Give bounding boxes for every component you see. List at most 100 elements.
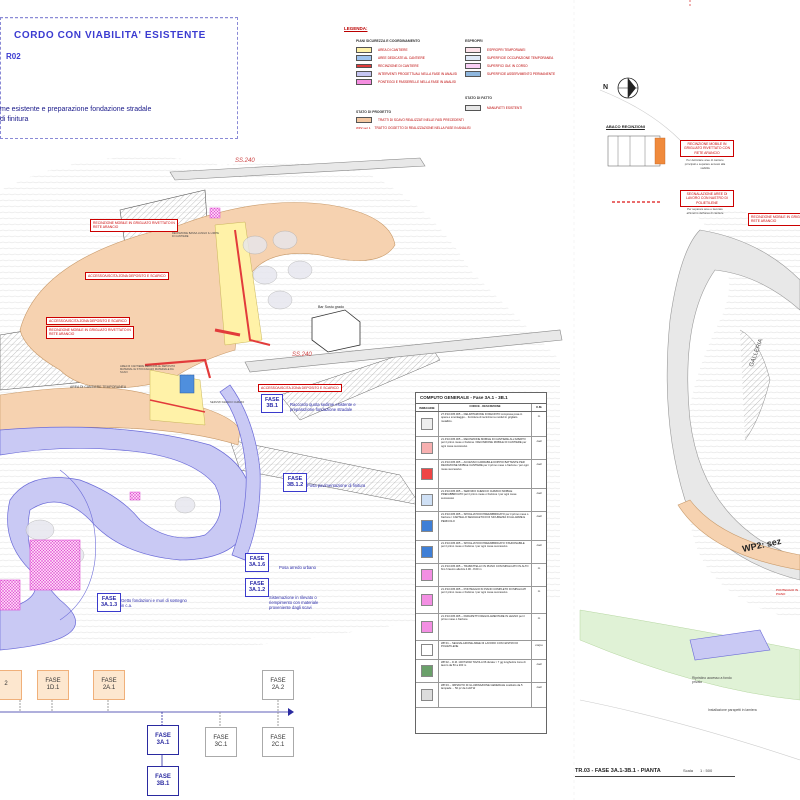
legend-group-progetto: STATO DI PROGETTO — [356, 110, 392, 114]
computo-row-unit: cad — [531, 437, 546, 459]
legend-swatch — [465, 63, 481, 69]
abaco-callout-nastro: SEGNALAZIONE AREE DI LAVORO CON NASTRO D… — [680, 190, 734, 207]
computo-thumbnail-icon — [421, 546, 433, 558]
computo-row: 21.P.10.005.005 -- PONTEGGIO IN PIANO CO… — [416, 587, 546, 614]
computo-row-unit: m — [531, 614, 546, 640]
computo-row-unit: cad — [531, 489, 546, 511]
computo-row-description: WP.01 -- SEGNALAZIONE AREE DI LAVORO CON… — [441, 642, 519, 649]
computo-thumbnail-icon — [421, 418, 433, 430]
computo-row-unit: cad — [531, 541, 546, 563]
legend-item: PONTEGGI E PASSERELLE NELLA FASE IN ANAL… — [356, 78, 457, 86]
computo-thumbnail-icon — [421, 689, 433, 701]
computo-row-description: 21.P.10.005.005 -- SERVIZIO IGIENICO CHI… — [441, 490, 517, 500]
footer-scale-label: Scala — [683, 768, 694, 773]
legend-list-cantiere: AREA DI CANTIERE AREE DEDICATE AL CANTIE… — [356, 46, 457, 86]
computo-row-unit: m — [531, 412, 546, 436]
legend-item: ESPROPRI TEMPORANEI — [465, 46, 555, 54]
computo-row-image — [416, 460, 439, 488]
label-ripristino-accesso: Ripristino accesso a fondo privato — [692, 676, 732, 684]
legend-swatch — [465, 105, 481, 111]
abaco-note-recinzione: Per delimitare aree di cantiere principa… — [684, 158, 726, 170]
computo-row-image — [416, 641, 439, 659]
computo-row-unit: corpo — [531, 641, 546, 659]
computo-row-description: 21.P.10.005.005 -- SPOGLIATOIO PREFABBRI… — [441, 542, 525, 549]
computo-row-description: WP.03 -- IMPIANTO DI ILLUMINAZIONE GENER… — [441, 684, 523, 691]
computo-row-image — [416, 683, 439, 707]
computo-row: 21.P.10.005.005 -- SPOGLIATOIO PREFABBRI… — [416, 541, 546, 564]
drawing-subtitle: R02 — [6, 52, 21, 61]
legend-item: SUPERFICIE OCCUPAZIONE TEMPORANEA — [465, 54, 555, 62]
computo-row: 21.P.10.005.005 -- SERVIZIO IGIENICO CHI… — [416, 489, 546, 512]
drawing-description-line1: me esistente e preparazione fondazione s… — [0, 106, 152, 113]
callout-recinzione-right: RECINZIONE MOBILE IN GRIGLIATO RIVETTATO… — [748, 213, 800, 226]
legend-title: LEGENDA: — [344, 26, 368, 31]
legend-item: TRATTI DI SCAVO REALIZZATI NELLE FASI PR… — [356, 116, 471, 124]
computo-row-image — [416, 614, 439, 640]
computo-row: WP.03 -- IMPIANTO DI ILLUMINAZIONE GENER… — [416, 683, 546, 708]
computo-row-description: WP.02 -- D.M. 10/07/2002 TAVOLA 66 durat… — [441, 661, 526, 668]
computo-row-image — [416, 412, 439, 436]
legend-item: AREA DI CANTIERE — [356, 46, 457, 54]
computo-row: 21.P.10.005.005 -- RECINZIONE MOBILE DI … — [416, 437, 546, 460]
building-label: Bar Sostu grado — [318, 305, 344, 309]
label-ponteggio-right: PONTEGGIO IN PIANO — [776, 588, 799, 596]
legend-swatch — [356, 64, 372, 68]
legend-swatch — [356, 71, 372, 77]
legend-swatch — [465, 47, 481, 53]
computo-row-description: 27.P.10.005.005 -- DELIMITAZIONE DI RECI… — [441, 413, 523, 423]
computo-row-description: 21.P.10.005.005 -- PONTEGGIO IN PIANO CO… — [441, 588, 527, 595]
north-label: N — [603, 84, 609, 91]
computo-rows: 27.P.10.005.005 -- DELIMITAZIONE DI RECI… — [416, 412, 546, 708]
callout-accesso-1: ACCESSO/USCITA ZONA DEPOSITO E SCARICO — [85, 272, 169, 281]
abaco-callout-recinzione: RECINZIONE MOBILE IN GRIGLIATO RIVETTATO… — [680, 140, 734, 157]
legend-list-espropri: ESPROPRI TEMPORANEI SUPERFICIE OCCUPAZIO… — [465, 46, 555, 78]
legend-list-progetto: TRATTI DI SCAVO REALIZZATI NELLE FASI PR… — [356, 116, 471, 132]
callout-recinzione-1: RECINZIONE MOBILE IN GRIGLIATO RIVETTATO… — [90, 219, 178, 232]
callout-accesso-3: ACCESSO/USCITA ZONA DEPOSITO E SCARICO — [258, 384, 342, 393]
computo-thumbnail-icon — [421, 494, 433, 506]
computo-header-row: IMMAGINE CODICE - DESCRIZIONE U.M. — [416, 404, 546, 412]
label-area-cantiere: AREA DI CANTIERE TEMPORANEA — [70, 385, 127, 389]
computo-thumbnail-icon — [421, 442, 433, 454]
legend-group-cantiere: PIANI SICUREZZA E COORDINAMENTO — [356, 39, 421, 43]
computo-row-description: 21.P.10.005.005 -- SPOGLIATOIO PREFABBRI… — [441, 513, 529, 523]
road-label-ss240-top: SS.240 — [235, 158, 255, 164]
computo-row-image — [416, 564, 439, 586]
computo-row-image — [416, 437, 439, 459]
computo-row-image — [416, 660, 439, 682]
legend-swatch — [356, 117, 372, 123]
label-area-deposito: AREA DI CANTIERE DEDICATA AL DEPOSITO MA… — [120, 365, 176, 374]
legend-swatch — [356, 55, 372, 61]
drawing-title: CORDO CON VIABILITA' ESISTENTE — [14, 30, 206, 41]
computo-thumbnail-icon — [421, 594, 433, 606]
legend-item: SUPERFICIE ASSERVIMENTO PERMANENTE — [465, 70, 555, 78]
legend-swatch — [465, 55, 481, 61]
road-label-ss240-mid: SS.240 — [292, 352, 312, 358]
phase-note-3a16: Posa arredo urbano — [279, 565, 317, 570]
computo-row-unit: m — [531, 587, 546, 613]
legend-item: AREE DEDICATE AL CANTIERE — [356, 54, 457, 62]
computo-title: COMPUTO GENERALE - Fase 3A.1 - 3B.1 — [416, 393, 546, 404]
legend-item: MANUFATTI ESISTENTI — [465, 104, 522, 112]
callout-recinzione-2: RECINZIONE MOBILE IN GRIGLIATO RIVETTATO… — [46, 326, 134, 339]
computo-row: WP.01 -- SEGNALAZIONE AREE DI LAVORO CON… — [416, 641, 546, 660]
footer-underline — [575, 776, 735, 777]
computo-header-um: U.M. — [531, 404, 546, 411]
label-servizi-igienici: SERVIZI IGIENICI CHIMICI — [210, 400, 245, 404]
footer-scale-value: 1 : 500 — [700, 768, 713, 773]
computo-row-unit: cad — [531, 660, 546, 682]
legend-swatch — [465, 71, 481, 77]
phase-note-3a12: Sistemazione in rilevato o riempimento c… — [269, 595, 319, 611]
abaco-note-nastro: Per separare aree e lavorare all'interno… — [686, 207, 724, 215]
computo-row: 21.P.10.005.005 -- PARAPETTO REGOLAMENTA… — [416, 614, 546, 641]
computo-row-description: 21.P.10.005.005 -- RECINZIONE MOBILE DI … — [441, 438, 527, 448]
legend-group-fatto: STATO DI FATTO — [465, 96, 492, 100]
